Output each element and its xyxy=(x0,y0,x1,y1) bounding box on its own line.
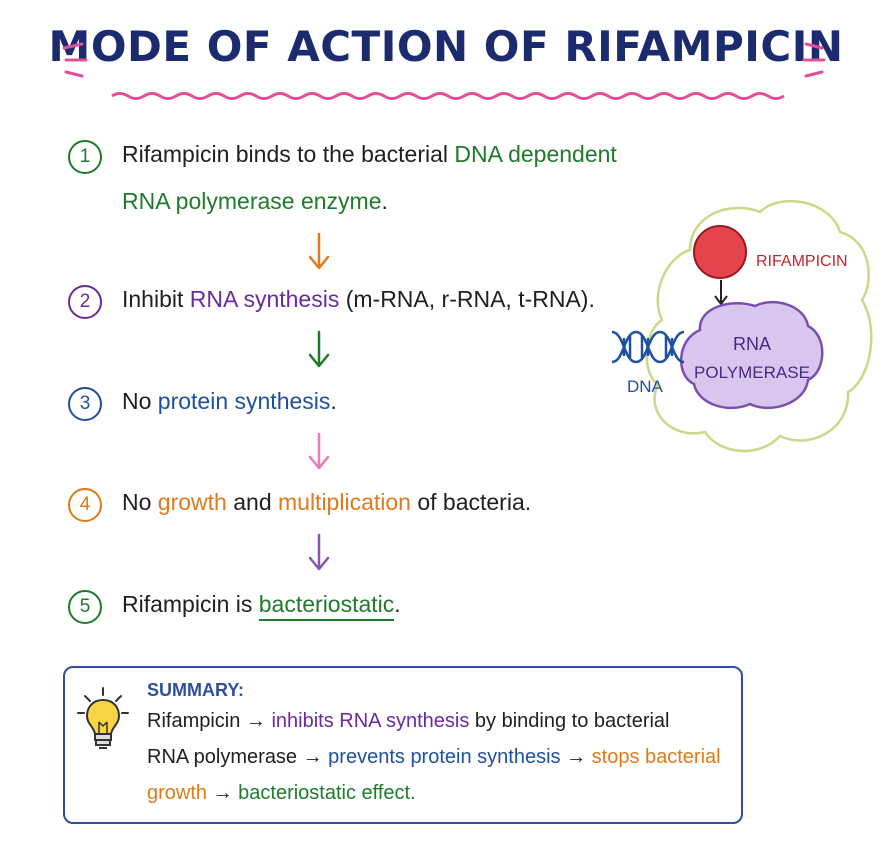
summary-line-1: Rifampicin → inhibits RNA synthesis by b… xyxy=(147,710,670,733)
step-number-4: 4 xyxy=(68,488,102,522)
step-2-text: Inhibit xyxy=(122,286,190,312)
enzyme-label-line1: RNA xyxy=(733,334,771,354)
step-1-highlight: DNA dependent xyxy=(454,141,617,167)
summary-highlight: inhibits RNA synthesis xyxy=(271,710,470,732)
step-4-highlight-1: growth xyxy=(157,489,227,515)
step-5-line: Rifampicin is bacteriostatic. xyxy=(122,591,401,621)
summary-text: by binding to bacterial xyxy=(469,710,670,732)
right-spark-icon xyxy=(802,42,826,78)
step-1-text: Rifampicin binds to the bacterial xyxy=(122,141,455,167)
step-1-line-1: Rifampicin binds to the bacterial DNA de… xyxy=(122,141,617,168)
step-4-end: of bacteria. xyxy=(410,489,532,515)
title-decoration xyxy=(62,42,826,100)
step-3-line: No protein synthesis. xyxy=(122,388,337,415)
step-number-2: 2 xyxy=(68,285,102,319)
rifampicin-label: RIFAMPICIN xyxy=(756,253,848,270)
step-1-end: . xyxy=(381,188,388,214)
step-4-line: No growth and multiplication of bacteria… xyxy=(122,489,531,516)
enzyme-label-line2: POLYMERASE xyxy=(694,363,810,382)
step-3-text: No xyxy=(122,388,158,414)
rna-polymerase-icon xyxy=(680,300,824,410)
summary-highlight: stops bacterial xyxy=(591,746,721,768)
lightbulb-icon xyxy=(77,687,129,749)
dna-label: DNA xyxy=(627,377,664,396)
summary-heading: SUMMARY: xyxy=(147,680,244,700)
arrow-down-icon xyxy=(308,432,330,470)
arrow-down-icon xyxy=(308,330,330,368)
summary-highlight: prevents protein synthesis xyxy=(328,746,561,768)
step-number-5: 5 xyxy=(68,590,102,624)
title-underline xyxy=(111,92,785,100)
summary-line-2: RNA polymerase → prevents protein synthe… xyxy=(147,746,721,769)
step-5-text: Rifampicin is xyxy=(122,591,259,617)
step-2-end: (m-RNA, r-RNA, t-RNA). xyxy=(339,286,595,312)
arrow-down-icon xyxy=(308,232,330,270)
step-2-line: Inhibit RNA synthesis (m-RNA, r-RNA, t-R… xyxy=(122,286,595,313)
bacterial-cell-outline xyxy=(645,199,873,453)
summary-text: → xyxy=(207,782,239,804)
summary-line-3: growth → bacteriostatic effect. xyxy=(147,782,416,805)
step-4-mid: and xyxy=(226,489,278,515)
left-spark-icon xyxy=(62,42,88,78)
step-1-line-2: RNA polymerase enzyme. xyxy=(122,188,388,215)
step-2-highlight: RNA synthesis xyxy=(189,286,340,312)
summary-box: SUMMARY: Rifampicin → inhibits RNA synth… xyxy=(63,666,743,824)
step-1-highlight-2: RNA polymerase enzyme xyxy=(122,188,382,214)
step-number-1: 1 xyxy=(68,140,102,174)
step-3-end: . xyxy=(330,388,337,414)
step-number-3: 3 xyxy=(68,387,102,421)
step-4-text: No xyxy=(122,489,158,515)
arrow-down-icon xyxy=(308,533,330,571)
step-5-highlight: bacteriostatic xyxy=(258,591,395,621)
summary-highlight: growth xyxy=(147,782,208,804)
summary-highlight: bacteriostatic effect. xyxy=(238,782,416,804)
summary-text: Rifampicin → xyxy=(147,710,272,732)
summary-text: RNA polymerase → xyxy=(147,746,329,768)
dna-helix-icon xyxy=(611,330,685,364)
page-title: MODE OF ACTION OF RIFAMPICIN xyxy=(48,22,844,71)
rifampicin-molecule-icon xyxy=(693,225,747,279)
step-5-end: . xyxy=(394,591,401,617)
step-4-highlight-2: multiplication xyxy=(278,489,411,515)
summary-text: → xyxy=(560,746,592,768)
step-3-highlight: protein synthesis xyxy=(157,388,331,414)
